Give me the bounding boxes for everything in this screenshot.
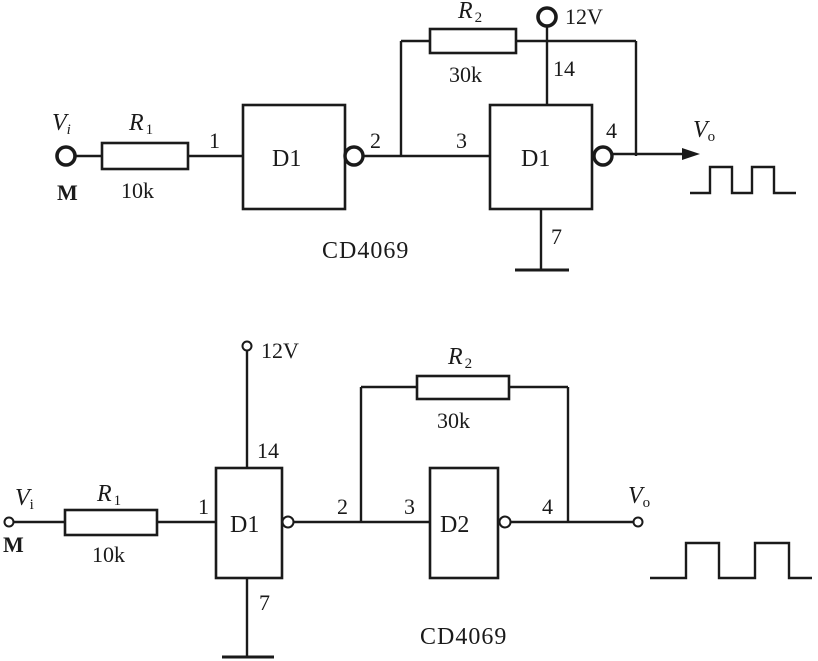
top-pin3-label: 3 bbox=[456, 128, 467, 153]
top-pin1-label: 1 bbox=[209, 128, 220, 153]
top-gate-d1-second-label: D1 bbox=[521, 146, 550, 172]
bottom-gate-d1-label: D1 bbox=[230, 512, 259, 538]
top-input-node-label: M bbox=[57, 180, 78, 205]
bottom-output-label: Vo bbox=[628, 483, 650, 511]
top-output-arrow-icon bbox=[682, 148, 700, 160]
top-d1-inverter-bubble bbox=[343, 145, 365, 167]
bottom-pin14-label: 14 bbox=[257, 438, 279, 463]
bottom-gate-d1 bbox=[214, 466, 284, 580]
top-r2-value: 30k bbox=[449, 62, 482, 87]
bottom-pin3-label: 3 bbox=[404, 494, 415, 519]
top-pin7-label: 7 bbox=[551, 224, 562, 249]
bottom-input-terminal bbox=[3, 516, 15, 528]
top-gate-d1-second bbox=[488, 103, 594, 211]
top-chip-label: CD4069 bbox=[322, 238, 409, 264]
bottom-input-label: Vi bbox=[15, 485, 34, 513]
top-r1-value: 10k bbox=[121, 178, 154, 203]
bottom-d2-inverter-bubble bbox=[498, 515, 512, 529]
top-supply-terminal bbox=[536, 6, 558, 28]
bottom-supply-terminal bbox=[241, 340, 253, 352]
bottom-output-waveform bbox=[650, 541, 812, 580]
bottom-d1-inverter-bubble bbox=[281, 515, 295, 529]
bottom-r2-resistor bbox=[415, 374, 511, 401]
top-r2-resistor bbox=[428, 27, 518, 55]
bottom-chip-label: CD4069 bbox=[420, 624, 507, 650]
bottom-supply-label: 12V bbox=[261, 338, 299, 363]
bottom-output-terminal bbox=[632, 516, 644, 528]
bottom-pin7-label: 7 bbox=[259, 590, 270, 615]
bottom-pin2-label: 2 bbox=[337, 494, 348, 519]
bottom-input-node-label: M bbox=[3, 532, 24, 557]
top-output-label: Vo bbox=[693, 117, 715, 145]
bottom-pin4-label: 4 bbox=[542, 494, 553, 519]
top-d1-second-inverter-bubble bbox=[592, 145, 614, 167]
top-input-terminal bbox=[55, 145, 77, 167]
top-pin4-label: 4 bbox=[606, 118, 617, 143]
top-output-waveform bbox=[690, 165, 796, 195]
top-input-label: Vi bbox=[52, 110, 71, 138]
bottom-gate-d2-label: D2 bbox=[440, 512, 469, 538]
top-r1-resistor bbox=[100, 141, 190, 171]
top-gate-d1-label: D1 bbox=[272, 146, 301, 172]
bottom-gate-d2 bbox=[428, 466, 500, 580]
bottom-r1-resistor bbox=[63, 508, 159, 537]
bottom-pin1-label: 1 bbox=[198, 494, 209, 519]
bottom-r2-value: 30k bbox=[437, 408, 470, 433]
top-pin14-label: 14 bbox=[553, 56, 575, 81]
top-supply-label: 12V bbox=[565, 4, 603, 29]
top-pin2-label: 2 bbox=[370, 128, 381, 153]
bottom-r1-value: 10k bbox=[92, 542, 125, 567]
